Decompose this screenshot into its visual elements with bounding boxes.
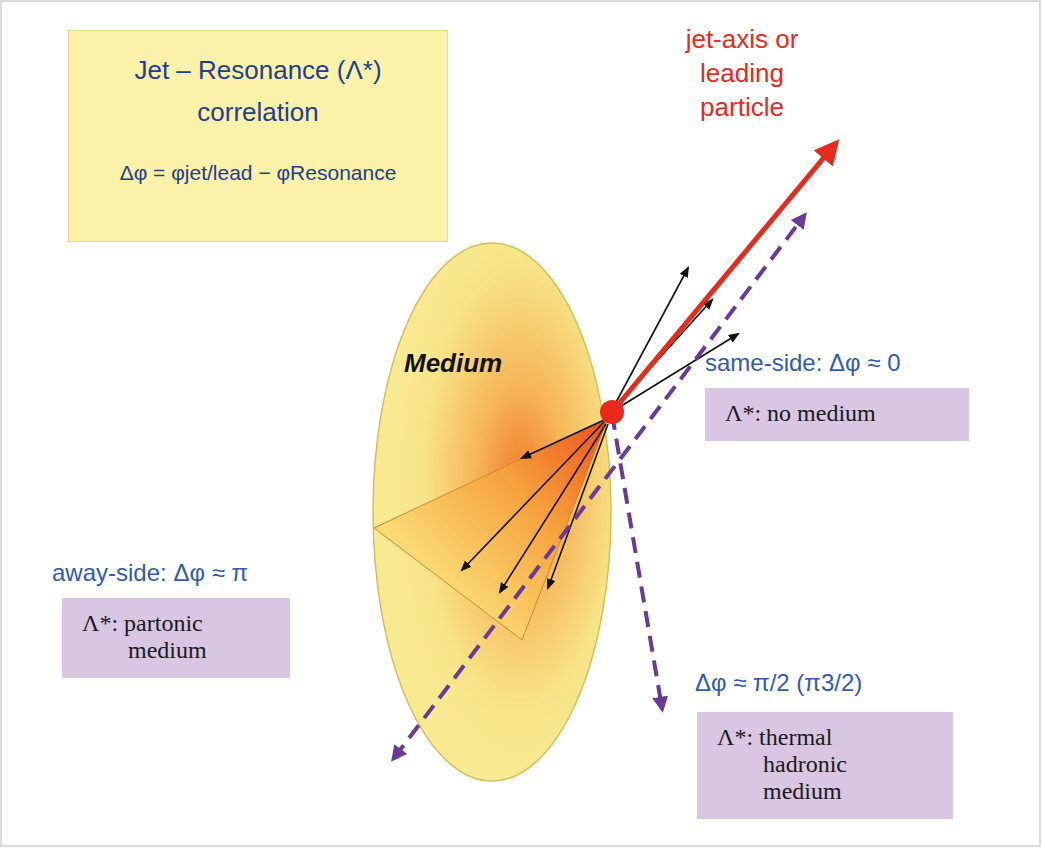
callout-heading: away-side: Δφ ≈ π [52,558,290,588]
title-box: Jet – Resonance (Λ*) correlation Δφ = φje… [68,30,448,242]
formula-text: Δφ = φjet/lead − φResonance [89,159,427,187]
callout-text: Λ*: thermal hadronic medium [763,724,885,805]
callout-box: Λ*: no medium [705,388,969,441]
callout-text: Λ*: no medium [725,400,951,427]
title-text: Jet – Resonance (Λ*) correlation [89,49,427,133]
callout-group: Δφ ≈ π/2 (π3/2) Λ*: thermal hadronic medi… [695,668,953,819]
callout-heading: Δφ ≈ π/2 (π3/2) [695,668,953,698]
callout-heading: same-side: Δφ ≈ 0 [705,348,969,378]
medium-label: Medium [404,348,502,379]
callout-group: away-side: Δφ ≈ π Λ*: partonic medium [52,558,290,678]
medium-ellipse-shape [373,243,611,781]
medium-ellipse: Medium [372,242,612,782]
resonance-direction-arrow [612,414,662,708]
jet-axis-label: jet-axis or leading particle [680,22,804,124]
callout-box: Λ*: thermal hadronic medium [697,712,953,819]
medium-outline [372,242,612,782]
callout-text: Λ*: partonic medium [128,610,250,664]
callout-box: Λ*: partonic medium [62,598,290,678]
collision-point [600,400,624,424]
callout-group: same-side: Δφ ≈ 0 Λ*: no medium [705,348,969,441]
